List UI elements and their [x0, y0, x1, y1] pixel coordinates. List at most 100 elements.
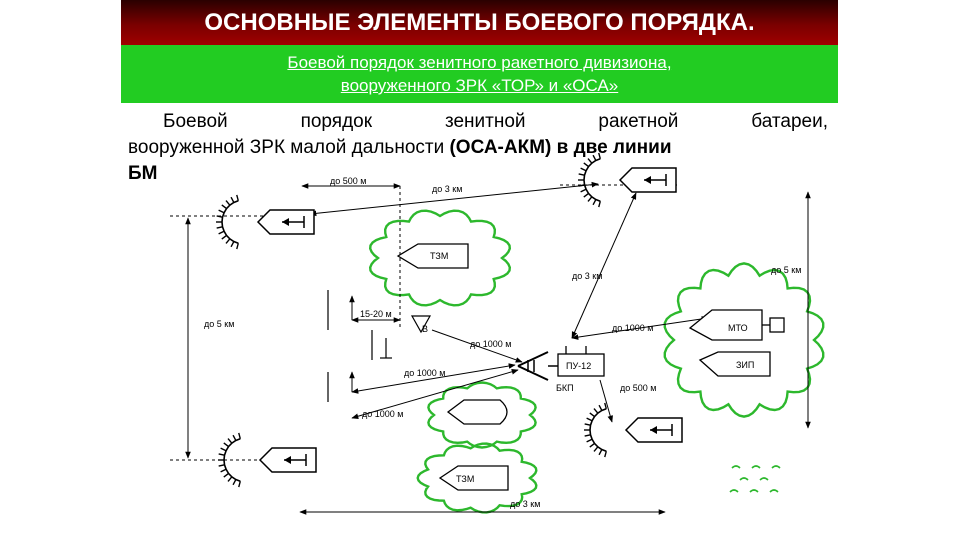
launcher-comb-tick	[218, 230, 225, 235]
green-mark	[769, 489, 779, 493]
green-mark	[749, 489, 759, 493]
dim-3km-top	[309, 181, 599, 217]
launcher-comb-tick	[584, 423, 591, 426]
launcher-comb-tick	[580, 167, 587, 172]
label-500m-bottom: до 500 м	[620, 383, 656, 393]
green-mark	[731, 465, 741, 469]
slide-title: ОСНОВНЫЕ ЭЛЕМЕНТЫ БОЕВОГО ПОРЯДКА.	[204, 8, 755, 36]
launcher-comb-tick	[227, 476, 233, 482]
forest-outline	[663, 262, 825, 418]
launcher-comb-arc	[223, 437, 241, 483]
launcher-comb-arc	[221, 199, 239, 245]
label-1000m-c: до 1000 м	[612, 323, 653, 333]
label-zip: ЗИП	[736, 360, 754, 370]
launcher-comb-tick	[223, 472, 229, 478]
command-post-group	[517, 346, 605, 381]
bkp-vehicle	[446, 399, 508, 425]
launcher-comb-tick	[589, 412, 595, 418]
label-tzm-bottom: ТЗМ	[456, 474, 474, 484]
launcher-arrow	[644, 176, 651, 184]
launcher-comb-tick	[584, 434, 591, 437]
launcher-comb-tick	[225, 238, 231, 244]
green-small-marks	[729, 465, 781, 493]
launcher-comb-tick	[221, 234, 227, 240]
launcher-comb-tick	[580, 188, 587, 193]
desc-word: батареи,	[751, 111, 828, 132]
desc-word: порядок	[300, 111, 373, 132]
link-to-pu12	[571, 192, 637, 339]
desc-word: Боевой	[163, 111, 228, 132]
launcher-comb-tick	[221, 204, 227, 210]
launcher-comb-tick	[216, 226, 223, 229]
launcher-arrow	[282, 218, 289, 226]
launcher-comb-tick	[598, 201, 601, 208]
launcher-comb-tick	[238, 481, 241, 488]
launcher-comb-arc	[583, 157, 601, 203]
label-3km-mid: до 3 км	[572, 271, 602, 281]
green-mark	[759, 477, 769, 481]
link-1000m-d	[351, 369, 519, 419]
support-group	[688, 309, 785, 377]
launcher-comb-tick	[587, 158, 593, 164]
desc-bold-text: (ОСА-АКМ) в две линии	[449, 137, 672, 158]
label-pu12: ПУ-12	[566, 361, 591, 371]
antenna-line	[517, 365, 549, 381]
desc-word: зенитной	[444, 111, 526, 132]
launcher-comb-tick	[587, 196, 593, 202]
zip-vehicle	[698, 351, 771, 377]
launcher-comb-tick	[225, 200, 231, 206]
launcher-comb-tick	[230, 241, 235, 248]
launcher-comb-tick	[598, 152, 601, 159]
forest-outline	[416, 442, 538, 514]
launcher-comb-tick	[604, 451, 607, 458]
tzm-vehicle-bottom	[438, 465, 509, 491]
green-mark	[751, 465, 761, 469]
launcher-arrow	[284, 456, 291, 464]
launcher-comb-tick	[592, 199, 597, 206]
link-1000m-mto	[571, 316, 709, 340]
launcher-comb-tick	[589, 442, 595, 448]
description-line-2: вооруженной ЗРК малой дальности (ОСА-АКМ…	[128, 135, 828, 161]
label-1000m-a: до 1000 м	[470, 339, 511, 349]
description-text: Боевой порядок зенитной ракетной батареи…	[128, 109, 828, 187]
launcher-comb-tick	[218, 464, 225, 467]
launcher-comb-tick	[583, 192, 589, 198]
launcher-group	[216, 152, 683, 488]
launcher-arrow	[650, 426, 657, 434]
subtitle-line-1: Боевой порядок зенитного ракетного дивиз…	[287, 53, 672, 72]
label-b: В	[422, 324, 428, 334]
launcher-comb-tick	[592, 154, 597, 161]
slide-subtitle-bar: Боевой порядок зенитного ракетного дивиз…	[121, 45, 838, 103]
label-1000m-d: до 1000 м	[362, 409, 403, 419]
tzm-vehicle-top	[396, 243, 469, 269]
launcher-comb-tick	[578, 184, 585, 187]
label-5km-left: до 5 км	[204, 319, 234, 329]
mto-trailer	[769, 317, 785, 333]
label-mto: МТО	[728, 323, 748, 333]
launcher-comb-tick	[586, 417, 593, 422]
launcher-comb-tick	[220, 447, 227, 452]
launcher-comb-tick	[593, 446, 599, 452]
label-500m-top: до 500 м	[330, 176, 366, 186]
subtitle-line-2: вооруженного ЗРК «ТОР» и «ОСА»	[340, 76, 619, 95]
subtitle-link[interactable]: Боевой порядок зенитного ракетного дивиз…	[121, 51, 838, 97]
launcher-comb-tick	[583, 162, 589, 168]
label-1000m-b: до 1000 м	[404, 368, 445, 378]
launcher-comb-tick	[218, 209, 225, 214]
launcher-comb-tick	[236, 243, 239, 250]
launcher-comb-tick	[223, 442, 229, 448]
label-15-20m: 15-20 м	[360, 309, 392, 319]
launcher-comb-arc	[589, 407, 607, 453]
link-1000m-a	[431, 329, 523, 363]
launcher-comb-tick	[218, 453, 225, 456]
launcher-comb-tick	[232, 479, 237, 486]
launcher-comb-tick	[236, 194, 239, 201]
slide-title-bar: ОСНОВНЫЕ ЭЛЕМЕНТЫ БОЕВОГО ПОРЯДКА.	[121, 0, 838, 45]
launcher-comb-tick	[238, 432, 241, 439]
description-line-3: БМ	[128, 161, 828, 187]
launcher-comb-tick	[227, 438, 233, 444]
antenna-line	[517, 351, 549, 367]
mto-vehicle	[688, 309, 763, 341]
label-3km-bottom: до 3 км	[510, 499, 540, 509]
